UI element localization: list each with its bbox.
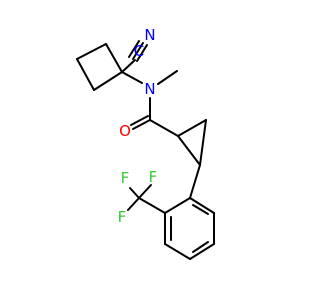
atom-f-left: F — [118, 208, 127, 226]
bond-ar-inner-2 — [192, 241, 209, 253]
atom-c-nitrile: C — [134, 42, 144, 60]
bond-ar-4 — [164, 243, 191, 260]
bond-cp-3 — [177, 135, 201, 166]
bond-cq-n — [121, 71, 143, 84]
bond-cp-1 — [177, 119, 207, 137]
bond-ar-inner-1 — [192, 204, 209, 215]
bond-ar-1 — [189, 197, 215, 214]
atom-n-nitrile: N — [144, 26, 155, 44]
atom-o-carbonyl: O — [119, 122, 131, 140]
bond-carbonyl-cp — [149, 119, 179, 137]
bond-n-methyl — [157, 70, 178, 85]
bond-cb-1 — [105, 43, 123, 73]
bond-ar-cf3 — [138, 197, 166, 214]
atom-f-top-left: F — [121, 169, 130, 187]
bond-nitrile-2 — [136, 44, 148, 62]
bond-cf3-f2 — [138, 184, 152, 199]
bond-cf3-f3 — [127, 197, 140, 211]
bond-cf3-f1 — [129, 187, 140, 199]
bond-ar-3 — [189, 243, 215, 260]
bond-cb-3 — [76, 58, 95, 91]
bond-carbonyl-2 — [130, 115, 149, 126]
bond-nitrile-3 — [128, 40, 140, 58]
bond-ar-6 — [164, 197, 191, 214]
bond-nitrile-1 — [132, 42, 144, 60]
bond-cb-4 — [93, 71, 123, 91]
bond-cp-aryl — [189, 164, 201, 199]
bond-cp-2 — [199, 119, 207, 166]
bond-carbonyl-1 — [132, 119, 151, 130]
bond-nitrile-stem — [121, 59, 136, 73]
atom-f-top-right: F — [149, 168, 158, 186]
bond-cb-2 — [76, 43, 107, 60]
molecule-structure: N C N O F F F — [76, 26, 215, 260]
atom-n-amide: N — [144, 80, 155, 98]
